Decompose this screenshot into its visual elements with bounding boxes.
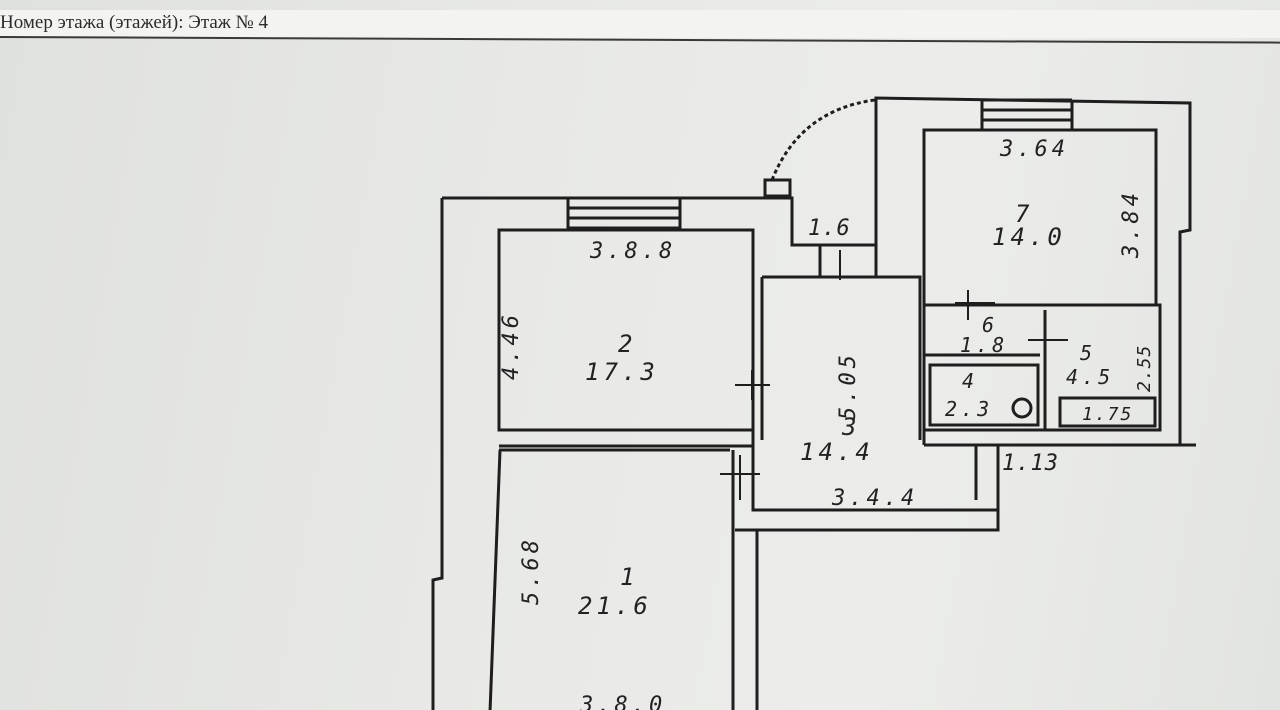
room-2-dim-top: 3.8.8: [589, 239, 676, 264]
room-4-area: 2.3: [945, 397, 993, 421]
room-1-dim-side: 5.68: [519, 536, 544, 605]
wet-rooms-outline: [922, 303, 1196, 447]
window-room-2: [566, 196, 682, 230]
room-3-dim-side: 5.05: [836, 351, 861, 420]
room-5-dim-side: 2.55: [1134, 345, 1155, 392]
balcony-door: [763, 178, 792, 198]
room-4-bath: [928, 363, 1040, 427]
room-3-number: 3: [841, 413, 860, 441]
room-3-labels: 5.05 3 14.4 3.4.4 1.13 1.6: [800, 216, 1059, 511]
room-5-area: 4.5: [1066, 365, 1114, 389]
wet-room-labels: 6 1.8 4 2.3 5 4.5 2.55 1.75: [945, 313, 1155, 425]
toilet-icon: [1011, 397, 1033, 419]
room-4-number: 4: [962, 369, 978, 393]
floor-number-caption: Номер этажа (этажей): Этаж № 4: [0, 12, 269, 33]
room-1-dim-bottom: 3.8.0: [579, 693, 666, 710]
room-5-tub: [1058, 396, 1157, 428]
header-band: [0, 10, 1280, 38]
balcony-arc: [770, 98, 876, 181]
room-5-dim-bottom: 1.75: [1082, 404, 1133, 425]
balcony-dim: 1.6: [808, 216, 851, 241]
door-marks: [720, 250, 1068, 500]
room-1-labels: 5.68 1 21.6 3.8.0: [519, 536, 666, 710]
inner-wall-room1-left: [488, 449, 502, 710]
balcony-outline: [818, 96, 1196, 447]
room-3-dim-bottom: 3.4.4: [831, 486, 918, 511]
corridor-door: [974, 446, 1000, 510]
room-7-area: 14.0: [992, 223, 1066, 251]
room-5-number: 5: [1080, 341, 1096, 365]
room-6-number: 6: [982, 313, 998, 337]
room-6-area: 1.8: [960, 333, 1008, 357]
room-1-area: 21.6: [578, 592, 652, 620]
room-7-dim-side: 3.84: [1119, 189, 1144, 259]
window-room-7: [980, 98, 1074, 132]
room-3-area: 14.4: [800, 438, 874, 466]
room-2-dim-side: 4.46: [499, 311, 524, 380]
room-1-outline: [499, 448, 759, 710]
room-2-area: 17.3: [585, 358, 659, 386]
room-2-labels: 3.8.8 4.46 2 17.3: [499, 239, 676, 386]
room-1-number: 1: [620, 563, 638, 591]
outer-wall-left: [431, 196, 820, 710]
room-7-number: 7: [1015, 200, 1033, 228]
room-7-labels: 3.64 7 14.0 3.84: [992, 137, 1144, 259]
room-7-dim-top: 3.64: [999, 137, 1069, 162]
corridor-dim: 1.13: [1002, 451, 1059, 476]
room-2-number: 2: [618, 330, 636, 358]
